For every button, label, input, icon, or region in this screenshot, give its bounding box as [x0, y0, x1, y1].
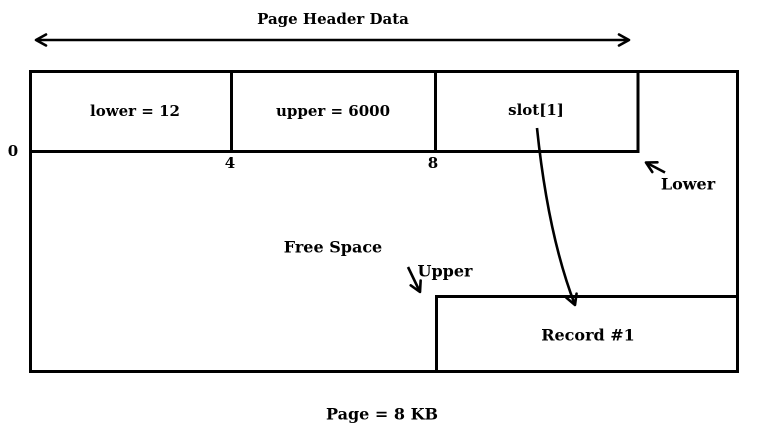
record-label: Record #1 — [541, 325, 635, 345]
header-cell-upper-label: upper = 6000 — [275, 102, 391, 120]
offset-label-0: 0 — [7, 142, 19, 160]
upper-pointer-label: Upper — [417, 261, 473, 281]
lower-pointer-arrow — [644, 160, 666, 174]
offset-label-4: 4 — [224, 154, 236, 172]
header-cell-slot-label: slot[1] — [508, 101, 564, 119]
record-box — [435, 295, 739, 373]
free-space-label: Free Space — [283, 237, 383, 257]
page-size-caption: Page = 8 KB — [325, 404, 439, 424]
upper-pointer-arrow — [406, 266, 422, 294]
slot-to-record-arrow — [535, 127, 578, 307]
lower-pointer-label: Lower — [660, 174, 716, 194]
header-cell-lower-label: lower = 12 — [90, 102, 180, 120]
diagram-title: Page Header Data — [257, 10, 409, 28]
page-outline — [29, 70, 739, 373]
offset-label-8: 8 — [427, 154, 439, 172]
